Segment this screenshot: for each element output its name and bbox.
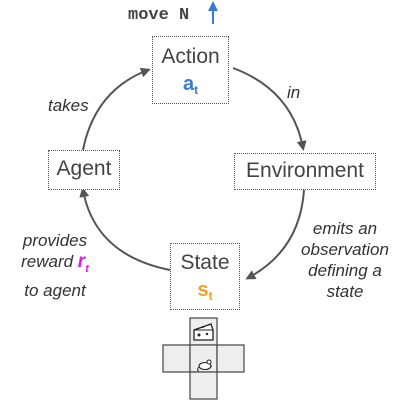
arrow-environment-to-state xyxy=(245,189,305,280)
action-node: Action at xyxy=(152,36,229,104)
provides-line-2: reward rt xyxy=(21,251,89,275)
arrow-agent-to-action xyxy=(82,67,151,151)
provides-line-3: to agent xyxy=(24,280,86,300)
emits-line-1: emits an xyxy=(312,219,378,238)
grid-cell-bottom xyxy=(189,371,218,400)
environment-label: Environment xyxy=(246,159,364,182)
state-node: State st xyxy=(170,243,240,310)
arrow-state-to-agent xyxy=(79,187,171,271)
in-label: in xyxy=(287,83,301,102)
grid-cell-left xyxy=(162,344,191,373)
emits-line-3: defining a xyxy=(308,261,382,280)
action-symbol: at xyxy=(182,73,199,97)
grid-world xyxy=(162,317,245,400)
mouse-icon xyxy=(197,359,212,372)
provides-label: provides reward rt to agent xyxy=(10,230,100,301)
action-label: Action xyxy=(161,45,220,68)
agent-label: Agent xyxy=(56,157,112,180)
arrow-action-to-environment xyxy=(232,67,307,151)
emits-line-2: observation xyxy=(301,240,389,259)
state-symbol: st xyxy=(197,279,213,303)
emits-label: emits an observation defining a state xyxy=(286,218,404,302)
grid-cell-right xyxy=(216,344,245,373)
agent-node: Agent xyxy=(48,150,120,190)
cheese-icon xyxy=(193,323,214,341)
emits-line-4: state xyxy=(326,282,364,301)
move-command-text: move N xyxy=(128,6,190,25)
takes-label: takes xyxy=(48,96,89,115)
provides-line-1: provides xyxy=(22,231,88,250)
move-command: move N xyxy=(128,6,189,25)
reward-symbol: rt xyxy=(77,251,89,275)
state-label: State xyxy=(180,251,230,274)
environment-node: Environment xyxy=(234,153,376,190)
